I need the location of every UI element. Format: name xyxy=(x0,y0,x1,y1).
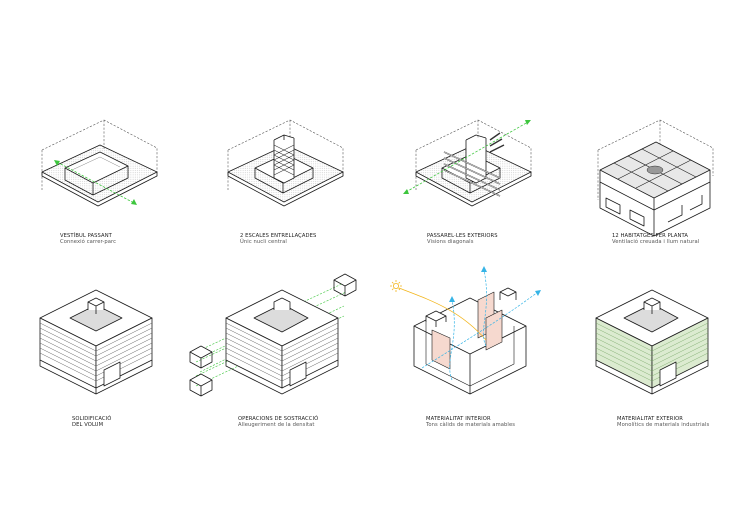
caption-sostraccio: OPERACIONS DE SOSTRACCIÓ Alleugeriment d… xyxy=(238,416,318,429)
stair-core xyxy=(646,165,664,175)
caption-materialitat-exterior: MATERIALITAT EXTERIOR Monolítics de mate… xyxy=(617,416,709,429)
caption-escales: 2 ESCALES ENTRELLAÇADES Únic nucli centr… xyxy=(240,233,316,246)
diagram-materialitat-interior xyxy=(390,266,541,395)
view-axis xyxy=(405,121,529,193)
diagram-12-habitatges xyxy=(597,119,714,237)
caption-vestibul: VESTÍBUL PASSANT Connexió carrer-parc xyxy=(60,233,116,246)
caption-title: 12 HABITATGES PER PLANTA xyxy=(612,233,689,239)
caption-title: 2 ESCALES ENTRELLAÇADES xyxy=(240,233,317,239)
caption-title: OPERACIONS DE SOSTRACCIÓ xyxy=(238,416,319,422)
caption-title: VESTÍBUL PASSANT xyxy=(60,233,112,239)
sun-ray xyxy=(398,287,487,341)
caption-subtitle: Alleugeriment de la densitat xyxy=(238,422,315,429)
caption-subtitle: Ventilació creuada i llum natural xyxy=(612,239,700,246)
caption-subtitle: DEL VOLUM xyxy=(72,422,104,429)
diagram-solidificacio xyxy=(39,289,153,395)
caption-subtitle: Tons càlids de materials amables xyxy=(426,422,516,429)
unit-grid xyxy=(613,148,697,192)
caption-materialitat-interior: MATERIALITAT INTERIOR Tons càlids de mat… xyxy=(426,416,515,429)
caption-subtitle: Únic nucli central xyxy=(240,239,287,246)
diagram-materialitat-exterior xyxy=(595,289,709,395)
diagram-vestibul-passant xyxy=(41,119,158,207)
diagram-passarelles-exteriors xyxy=(403,119,532,207)
caption-passarelles: PASSAREL·LES EXTERIORS Visions diagonals xyxy=(427,233,498,246)
courtyard-cut xyxy=(69,304,123,332)
caption-title: PASSAREL·LES EXTERIORS xyxy=(427,233,498,239)
caption-title: SOLIDIFICACIÓ xyxy=(72,416,112,422)
cube-top-right xyxy=(333,273,357,297)
cube-left-lower xyxy=(189,373,213,397)
sun-icon xyxy=(390,280,402,292)
axis-arrow xyxy=(56,161,135,204)
caption-title: MATERIALITAT EXTERIOR xyxy=(617,416,684,422)
caption-subtitle: Monolítics de materials industrials xyxy=(617,422,710,429)
air-flow xyxy=(421,269,539,381)
diagram-escales-entrellacades xyxy=(227,119,344,207)
diagram-operacions-sostraccio xyxy=(189,273,357,397)
caption-title: MATERIALITAT INTERIOR xyxy=(426,416,491,422)
caption-habitatges: 12 HABITATGES PER PLANTA Ventilació creu… xyxy=(612,233,699,246)
stair-tower xyxy=(273,134,295,184)
caption-subtitle: Connexió carrer-parc xyxy=(60,239,117,246)
caption-solidificacio: SOLIDIFICACIÓ DEL VOLUM xyxy=(72,416,111,429)
caption-subtitle: Visions diagonals xyxy=(427,239,474,246)
cube-left-upper xyxy=(189,345,213,369)
dashed-envelope xyxy=(41,119,158,190)
